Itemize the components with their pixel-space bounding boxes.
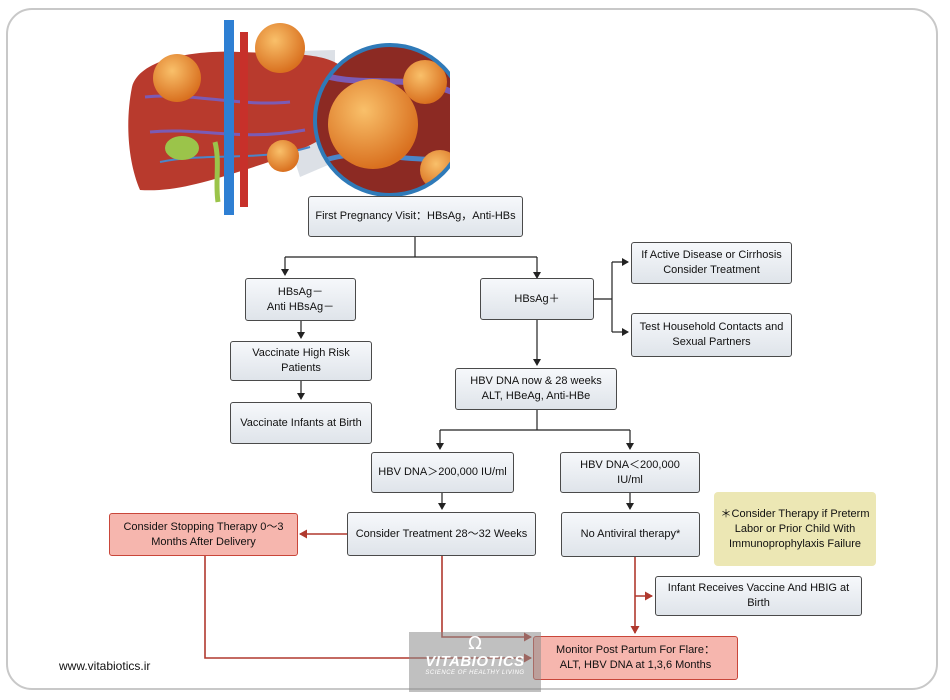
logo-tagline: SCIENCE OF HEALTHY LIVING [425, 670, 525, 676]
monitor-post-partum-box: Monitor Post Partum For Flare： ALT, HBV … [533, 636, 738, 680]
logo-name: VITABIOTICS [425, 653, 525, 670]
hbv-dna-high-box: HBV DNA＞200,000 IU/ml [371, 452, 514, 493]
connector [440, 410, 630, 449]
active-disease-box: If Active Disease or Cirrhosis Consider … [631, 242, 792, 284]
vaccinate-infants-box: Vaccinate Infants at Birth [230, 402, 372, 444]
infant-vaccine-hbig-box: Infant Receives Vaccine And HBIG at Birt… [655, 576, 862, 616]
vaccinate-high-risk-box: Vaccinate High Risk Patients [230, 341, 372, 381]
hbv-dna-low-box: HBV DNA＜200,000 IU/ml [560, 452, 700, 493]
red-connector [441, 556, 532, 642]
connector [594, 262, 628, 332]
hbsag-positive-box: HBsAg＋ [480, 278, 594, 320]
first-pregnancy-visit-box: First Pregnancy Visit：HBsAg，Anti-HBs [308, 196, 523, 237]
no-antiviral-therapy-box: No Antiviral therapy* [561, 512, 700, 557]
liver-virus-illustration [128, 20, 450, 215]
connector [285, 237, 537, 275]
vitabiotics-logo: Ω VITABIOTICS SCIENCE OF HEALTHY LIVING [409, 632, 541, 692]
hbv-dna-now-box: HBV DNA now & 28 weeks ALT, HBeAg, Anti-… [455, 368, 617, 410]
hbsag-negative-box: HBsAg－ Anti HBsAg－ [245, 278, 356, 321]
watermark-url: www.vitabiotics.ir [59, 659, 151, 673]
omega-logo-icon: Ω [468, 633, 482, 654]
consider-treatment-box: Consider Treatment 28～32 Weeks [347, 512, 536, 556]
preterm-labor-note: ＊Consider Therapy if Preterm Labor or Pr… [714, 492, 876, 566]
consider-stopping-therapy-box: Consider Stopping Therapy 0～3 Months Aft… [109, 513, 298, 556]
test-contacts-box: Test Household Contacts and Sexual Partn… [631, 313, 792, 357]
